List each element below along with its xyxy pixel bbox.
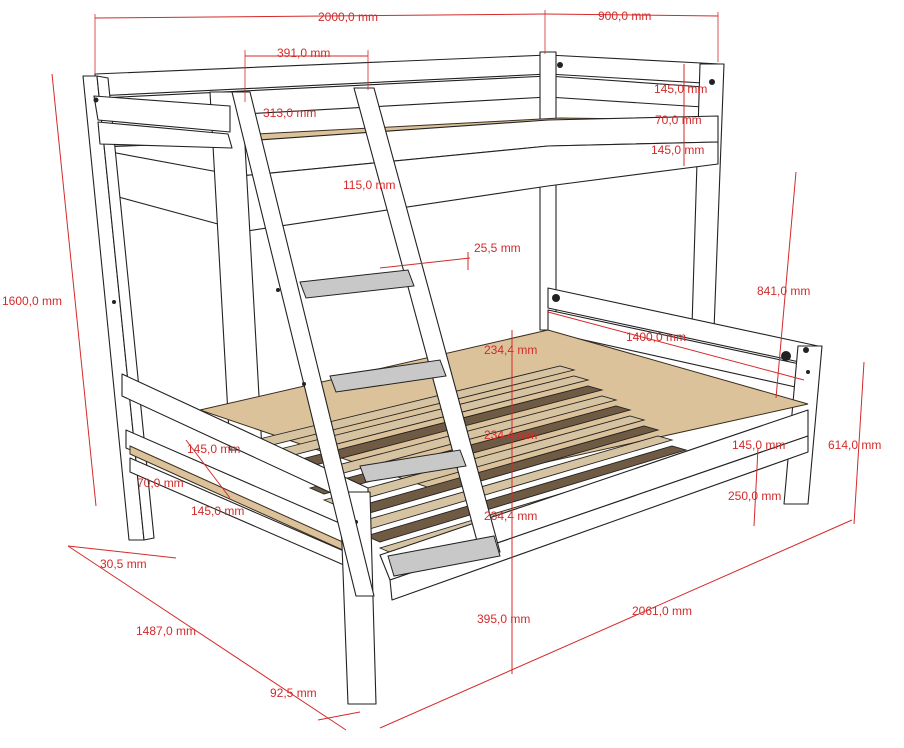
dim-lower-to-upper: 841,0 mm xyxy=(757,284,810,298)
dim-step-thickness: 25,5 mm xyxy=(474,241,521,255)
ladder xyxy=(231,87,501,597)
dim-ladder-step-115: 115,0 mm xyxy=(343,178,395,192)
dim-top-rail-low: 145,0 mm xyxy=(651,143,704,157)
bolt-hole xyxy=(276,288,280,292)
dim-lower-end-height: 614,0 mm xyxy=(828,438,881,452)
left-end-frame xyxy=(82,75,263,541)
dimension-labels: 2000,0 mm 900,0 mm 391,0 mm 145,0 mm 70,… xyxy=(2,9,881,700)
bolt-hole xyxy=(552,294,560,302)
bolt-hole xyxy=(709,79,715,85)
dim-post-offset: 30,5 mm xyxy=(100,557,147,571)
dim-front-rail-low: 145,0 mm xyxy=(191,504,244,518)
bolt-hole xyxy=(302,382,306,386)
dim-ladder-step-313: 313,0 mm xyxy=(263,106,316,120)
dim-ladder-width: 391,0 mm xyxy=(277,46,330,60)
dimension-lines xyxy=(51,10,865,731)
dim-top-rail-gap: 70,0 mm xyxy=(655,113,702,127)
dim-top-length: 2000,0 mm xyxy=(318,10,378,24)
dim-lower-width: 1400,0 mm xyxy=(626,330,686,344)
bolt-hole xyxy=(781,351,791,361)
dim-step-gap-mid: 234,4 mm xyxy=(484,428,537,442)
dim-front-rail-high: 145,0 mm xyxy=(187,442,240,456)
ladder-step xyxy=(299,269,415,299)
dim-total-height: 1600,0 mm xyxy=(2,294,62,308)
dim-total-depth: 1487,0 mm xyxy=(136,624,196,638)
dim-step-gap-top: 234,4 mm xyxy=(484,343,537,357)
dim-foot-height: 250,0 mm xyxy=(728,489,781,503)
bolt-hole xyxy=(803,347,809,353)
lower-left-panel xyxy=(121,373,369,573)
lower-back-rail xyxy=(547,287,819,393)
bolt-hole xyxy=(93,97,99,103)
bolt-hole xyxy=(557,62,563,68)
dim-top-rail-high: 145,0 mm xyxy=(654,82,707,96)
ladder-step xyxy=(329,359,447,393)
ladder-step xyxy=(359,449,467,483)
ladder-step xyxy=(387,535,501,577)
dim-step-gap-bottom: 234,4 mm xyxy=(484,509,537,523)
dim-post-width: 92,5 mm xyxy=(270,686,317,700)
bolt-hole xyxy=(806,370,810,374)
dim-top-width: 900,0 mm xyxy=(598,9,651,23)
dim-front-rail-gap: 70,0 mm xyxy=(137,476,184,490)
bolt-hole xyxy=(112,300,116,304)
dim-total-length: 2061,0 mm xyxy=(632,604,692,618)
dim-lower-height: 395,0 mm xyxy=(477,612,530,626)
dim-end-rail: 145,0 mm xyxy=(732,438,785,452)
